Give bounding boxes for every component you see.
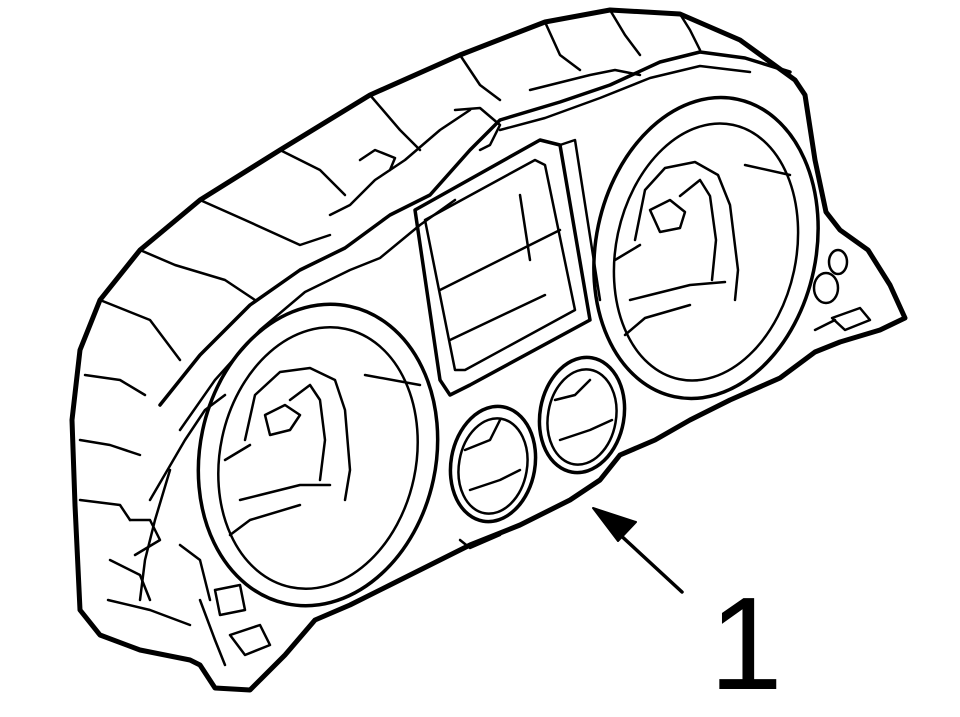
left-mounting-structure	[106, 393, 502, 667]
right-mounting-tab	[812, 248, 872, 332]
housing-top-ribs	[78, 8, 702, 522]
callout-number-1: 1	[709, 570, 783, 717]
right-gauge-opening	[592, 95, 820, 401]
callout-arrow	[592, 507, 684, 594]
center-display-window	[413, 138, 602, 397]
left-gauge-opening	[196, 302, 440, 608]
cluster-housing	[69, 7, 908, 693]
small-gauge-openings	[448, 355, 627, 524]
